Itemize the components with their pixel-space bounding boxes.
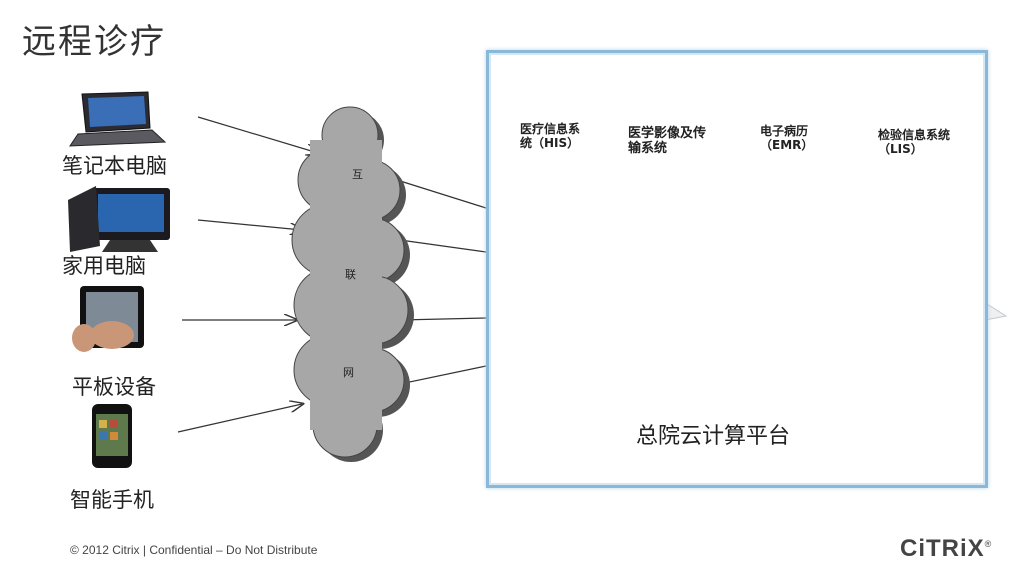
system-label-lis: 检验信息系统 （LIS）: [878, 128, 950, 156]
laptop-icon: [69, 91, 167, 147]
device-label-tablet: 平板设备: [72, 375, 156, 399]
cloud-platform-frame: [486, 50, 988, 488]
system-label-his-line1: 医疗信息系: [520, 122, 581, 136]
system-label-lis-line2: （LIS）: [878, 142, 923, 156]
system-label-pacs-line1: 医学影像及传: [628, 126, 707, 141]
system-label-emr-line2: （EMR）: [760, 138, 814, 152]
footer-copyright: © 2012 Citrix | Confidential – Do Not Di…: [70, 543, 318, 557]
internet-char-2: 联: [345, 268, 356, 281]
internet-char-1: 互: [352, 168, 363, 181]
registered-mark: ®: [984, 539, 993, 549]
system-label-pacs: 医学影像及传 输系统: [628, 126, 706, 156]
system-label-lis-line1: 检验信息系统: [878, 128, 951, 142]
device-label-desktop: 家用电脑: [62, 254, 146, 278]
system-label-pacs-line2: 输系统: [628, 141, 668, 156]
desktop-computer-icon: [68, 186, 170, 252]
arrow-to-smartphone: [177, 404, 302, 433]
system-label-emr: 电子病历 （EMR）: [760, 124, 813, 152]
arrow-to-laptop: [197, 116, 318, 153]
smartphone-icon: [92, 404, 132, 468]
device-label-smartphone: 智能手机: [70, 488, 154, 512]
internet-cloud-icon: [291, 106, 414, 462]
system-label-emr-line1: 电子病历: [760, 124, 809, 138]
citrix-logo: CiTRiX®: [900, 535, 992, 563]
device-label-laptop: 笔记本电脑: [62, 154, 167, 178]
page-title: 远程诊疗: [22, 22, 166, 62]
system-label-his: 医疗信息系 统（HIS）: [520, 122, 580, 150]
internet-char-3: 网: [343, 366, 354, 379]
tablet-icon: [72, 286, 144, 352]
system-label-his-line2: 统（HIS）: [520, 136, 580, 150]
arrow-to-desktop: [197, 219, 302, 230]
citrix-logo-text: CiTRiX: [900, 535, 985, 562]
platform-label: 总院云计算平台: [636, 424, 791, 449]
